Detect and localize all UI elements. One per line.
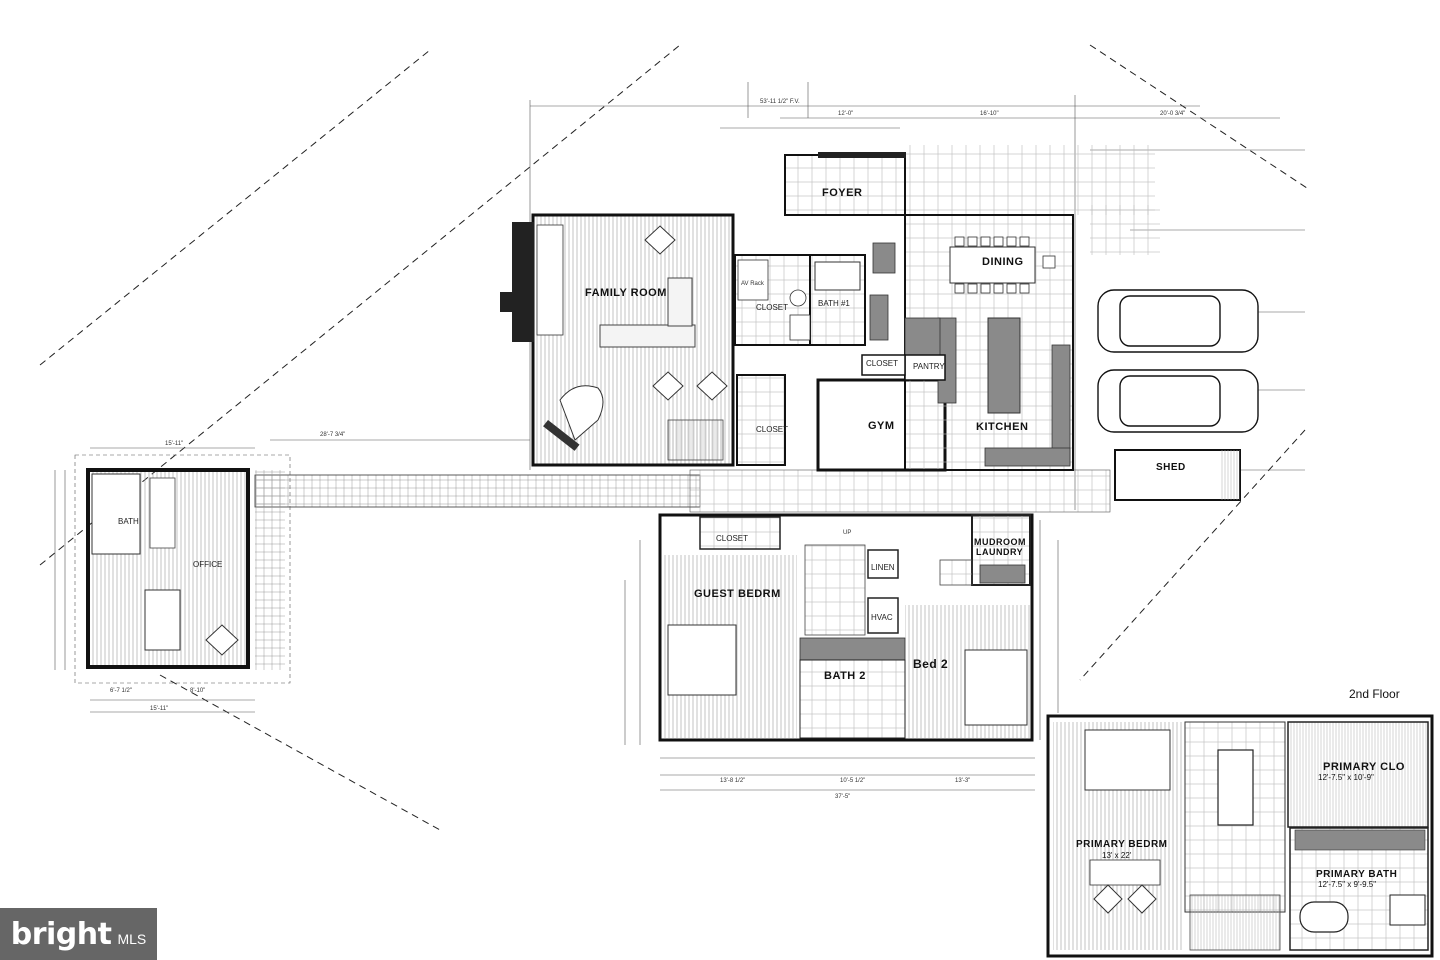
room-primary-clo: PRIMARY CLO (1323, 761, 1405, 773)
walkway (254, 474, 701, 508)
room-family-room: FAMILY ROOM (585, 287, 667, 299)
room-bath-1: BATH #1 (818, 299, 850, 308)
dimension-lines (54, 82, 1305, 791)
svg-text:12'-0": 12'-0" (838, 111, 853, 117)
room-guest-closet: CLOSET (716, 534, 748, 543)
svg-text:53'-11 1/2" F.V.: 53'-11 1/2" F.V. (760, 99, 800, 105)
room-guest-bedrm: GUEST BEDRM (694, 588, 781, 600)
svg-text:15'-11": 15'-11" (150, 706, 168, 712)
room-hvac: HVAC (871, 613, 893, 622)
room-shed: SHED (1156, 462, 1186, 473)
svg-text:13'-3": 13'-3" (955, 778, 970, 784)
garage-cars (1097, 289, 1259, 433)
room-bath-2: BATH 2 (824, 670, 866, 682)
room-gym: GYM (868, 420, 895, 432)
floor-title: 2nd Floor (1349, 687, 1400, 701)
room-office: OFFICE (193, 560, 222, 569)
room-primary-clo-size: 12'-7.5" x 10'-9" (1318, 773, 1374, 782)
stair-up: UP (843, 530, 851, 536)
room-mudroom: MUDROOM (974, 537, 1026, 547)
room-primary-bedrm: PRIMARY BEDRM (1076, 839, 1168, 850)
room-dining: DINING (982, 256, 1024, 268)
svg-text:10'-5 1/2": 10'-5 1/2" (840, 778, 865, 784)
svg-text:15'-11": 15'-11" (165, 441, 183, 447)
room-bed-2: Bed 2 (913, 657, 948, 671)
room-closet-c: CLOSET (756, 425, 788, 434)
dimension-text: 53'-11 1/2" F.V. 12'-0" 16'-10" 20'-0 3/… (110, 99, 1185, 800)
room-laundry: LAUNDRY (976, 547, 1023, 557)
room-office-bath: BATH (118, 517, 139, 526)
room-kitchen: KITCHEN (976, 421, 1028, 433)
svg-text:16'-10": 16'-10" (980, 111, 999, 117)
svg-text:37'-5": 37'-5" (835, 794, 850, 800)
room-foyer: FOYER (822, 187, 862, 199)
room-labels: FAMILY ROOM FOYER DINING BATH #1 CLOSET … (118, 187, 1186, 682)
room-primary-bath: PRIMARY BATH (1316, 869, 1397, 880)
mls-watermark: bright MLS (0, 908, 157, 960)
svg-text:6'-7 1/2": 6'-7 1/2" (110, 688, 132, 694)
room-primary-bath-size: 12'-7.5" x 9'-9.5" (1318, 880, 1376, 889)
room-closet-b: CLOSET (866, 359, 898, 368)
svg-text:13'-8 1/2": 13'-8 1/2" (720, 778, 745, 784)
room-linen: LINEN (871, 563, 895, 572)
watermark-brand: bright (10, 916, 112, 952)
watermark-suffix: MLS (117, 931, 147, 947)
second-floor-labels: 2nd Floor PRIMARY BEDRM 13' x 22' PRIMAR… (1076, 687, 1405, 889)
room-closet-a: CLOSET (756, 303, 788, 312)
svg-text:20'-0 3/4": 20'-0 3/4" (1160, 111, 1185, 117)
main-house (74, 152, 1259, 742)
room-pantry: PANTRY (913, 362, 945, 371)
room-primary-bedrm-size: 13' x 22' (1102, 851, 1132, 860)
svg-text:8'-10": 8'-10" (190, 688, 205, 694)
note-av-rack: AV Rack (741, 281, 765, 287)
terrace-tiles (905, 145, 1155, 215)
svg-text:28'-7 3/4": 28'-7 3/4" (320, 432, 345, 438)
second-floor-inset (1046, 713, 1436, 960)
